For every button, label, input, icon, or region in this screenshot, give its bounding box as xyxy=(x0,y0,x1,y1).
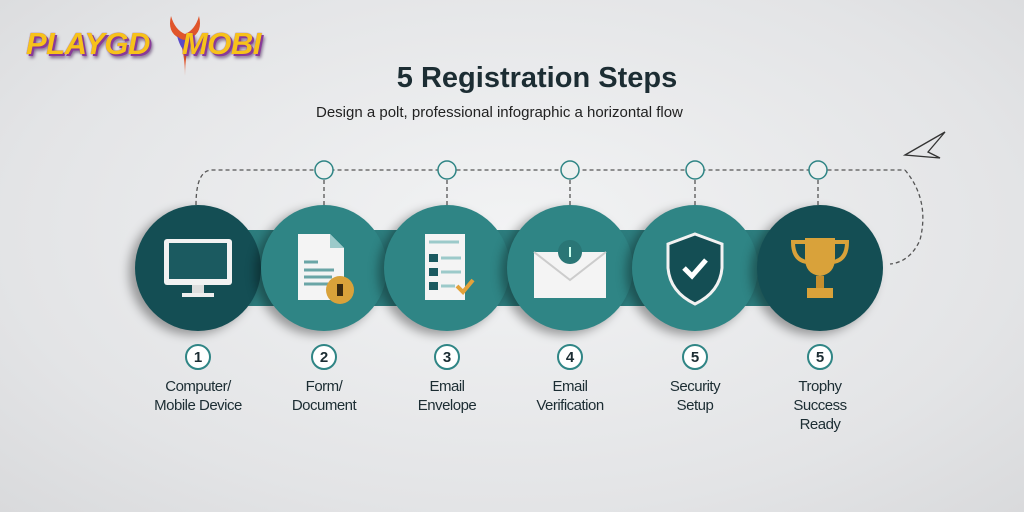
subtitle: Design a polt, professional infographic … xyxy=(316,104,683,121)
step-circle-2 xyxy=(261,205,387,331)
arrow-icon xyxy=(902,131,946,159)
step-circle-5 xyxy=(632,205,758,331)
step-label-line: Computer/ xyxy=(165,378,231,395)
step-number-badge: 5 xyxy=(807,344,833,370)
step-label-line: Trophy xyxy=(798,378,842,395)
step-label-line: Form/ xyxy=(305,378,343,395)
document-icon xyxy=(298,234,354,304)
monitor-icon xyxy=(164,239,232,297)
checklist-icon xyxy=(425,234,475,300)
step-number-badge: 2 xyxy=(311,344,337,370)
step-label-line: Mobile Device xyxy=(154,397,242,414)
step-circle-3 xyxy=(384,205,510,331)
step-circle-6 xyxy=(757,205,883,331)
step-label-line: Setup xyxy=(676,397,714,414)
envelope-icon xyxy=(533,240,607,298)
dragon-logo-icon xyxy=(170,16,200,76)
logo-text-left: PLAYGD xyxy=(26,26,150,61)
step-label-line: Document xyxy=(291,397,357,414)
step-number-badge: 5 xyxy=(682,344,708,370)
step-label: Form/Document xyxy=(259,377,389,415)
step-label-line: Ready xyxy=(799,416,841,433)
step-number-badge: 4 xyxy=(557,344,583,370)
step-label-line: Envelope xyxy=(417,397,477,414)
trophy-icon xyxy=(790,238,850,298)
step-label-line: Email xyxy=(552,378,588,395)
step-circle-1 xyxy=(135,205,261,331)
step-label-line: Email xyxy=(429,378,465,395)
step-number-badge: 3 xyxy=(434,344,460,370)
step-circle-4 xyxy=(507,205,633,331)
step-number-badge: 1 xyxy=(185,344,211,370)
step-label-line: Verification xyxy=(536,397,604,414)
step-label-line: Success xyxy=(793,397,847,414)
step-label-line: Security xyxy=(669,378,721,395)
page-title: 5 Registration Steps xyxy=(396,62,678,94)
logo-text-right: MOBI xyxy=(181,26,261,61)
shield-check-icon xyxy=(666,232,724,306)
step-label: Computer/Mobile Device xyxy=(133,377,263,415)
